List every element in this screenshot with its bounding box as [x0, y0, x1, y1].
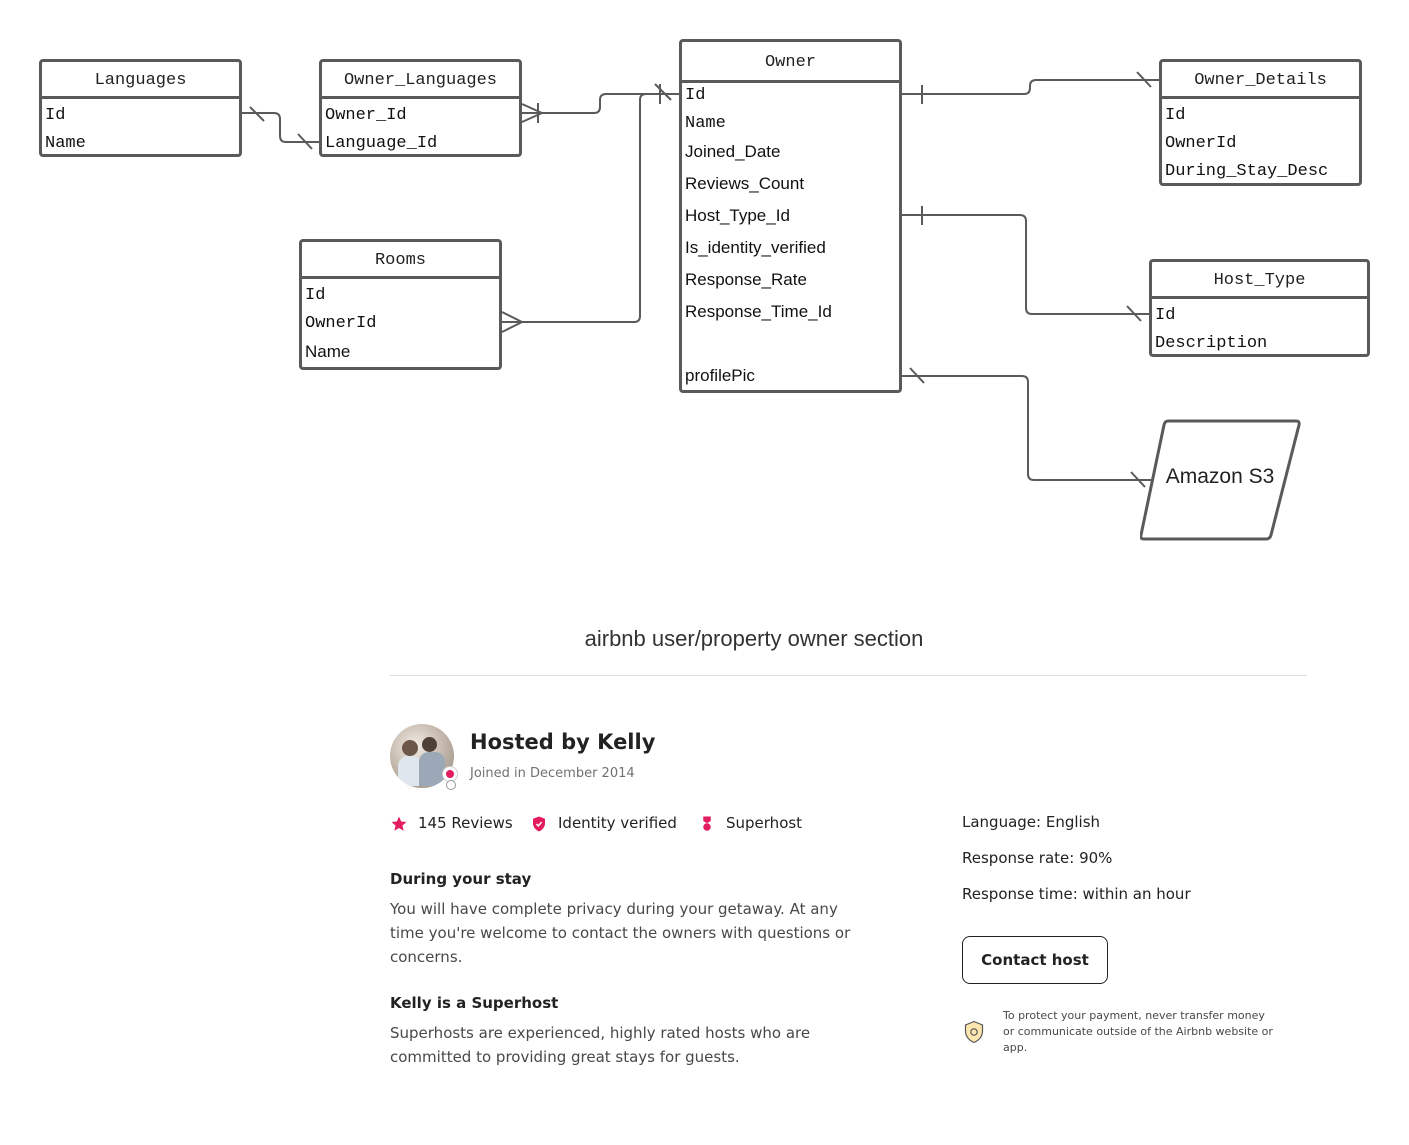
entity-field: During_Stay_Desc [1165, 162, 1329, 181]
rel-rooms-owner [500, 93, 680, 323]
payment-protection-notice: To protect your payment, never transfer … [1003, 1009, 1273, 1054]
entity-field: Id [685, 86, 706, 105]
er-diagram: Languages Id Name Owner_Languages Owner_… [0, 0, 1409, 560]
superhost-heading: Kelly is a Superhost [390, 994, 559, 1012]
entity-title: Languages [42, 62, 239, 99]
star-icon [391, 816, 407, 831]
response-rate-info: Response rate: 90% [962, 849, 1113, 867]
storage-amazon-s3: Amazon S3 [1139, 419, 1302, 541]
response-time-info: Response time: within an hour [962, 885, 1191, 903]
medal-icon [446, 780, 456, 790]
entity-field: Owner_Id [325, 106, 407, 125]
entity-field: Name [45, 134, 86, 153]
during-stay-text: You will have complete privacy during yo… [390, 900, 851, 966]
superhost-badge-icon [442, 766, 458, 782]
parallelogram-shape [1139, 419, 1301, 541]
rel-owner-languages-owner [520, 93, 680, 114]
storage-label: Amazon S3 [1165, 465, 1275, 488]
stat-superhost-label: Superhost [726, 814, 803, 832]
rel-owner-owner-details [900, 79, 1160, 95]
joined-date: Joined in December 2014 [470, 766, 635, 781]
entity-field: Is_identity_verified [685, 238, 826, 257]
entity-field: Language_Id [325, 134, 438, 153]
language-info: Language: English [962, 813, 1101, 831]
divider [390, 675, 1307, 676]
entity-owner-details: Owner_Details Id OwnerId During_Stay_Des… [1159, 59, 1362, 186]
section-caption: airbnb user/property owner section [584, 626, 924, 651]
rel-languages-owner-languages [240, 112, 320, 143]
contact-host-button[interactable]: Contact host [962, 936, 1108, 984]
entity-owner: Owner Id Name Joined_Date Reviews_Count … [679, 39, 902, 393]
entity-languages: Languages Id Name [39, 59, 242, 157]
entity-field: Joined_Date [685, 142, 781, 161]
entity-host-type: Host_Type Id Description [1149, 259, 1370, 357]
entity-field: OwnerId [1165, 134, 1237, 153]
host-title: Hosted by Kelly [470, 730, 656, 754]
entity-field: Description [1155, 334, 1268, 353]
host-section: Hosted by Kelly Joined in December 2014 … [390, 724, 1310, 1104]
entity-field: Id [1165, 106, 1186, 125]
entity-field: Id [305, 286, 326, 305]
entity-title: Owner_Languages [322, 62, 519, 99]
entity-field: Response_Rate [685, 270, 807, 289]
entity-field: profilePic [685, 366, 755, 385]
entity-title: Rooms [302, 242, 499, 279]
entity-owner-languages: Owner_Languages Owner_Id Language_Id [319, 59, 522, 157]
during-stay-heading: During your stay [390, 870, 532, 888]
rel-owner-host-type [900, 214, 1150, 315]
entity-field: Host_Type_Id [685, 206, 790, 225]
superhost-text: Superhosts are experienced, highly rated… [390, 1024, 811, 1066]
relationship-lines [240, 71, 1160, 488]
payment-shield-icon [964, 1020, 984, 1044]
entity-title: Owner_Details [1162, 62, 1359, 99]
entity-field: Id [1155, 306, 1176, 325]
entity-field: Id [45, 106, 66, 125]
superhost-medal-icon [703, 816, 711, 831]
entity-field: OwnerId [305, 314, 377, 333]
stat-reviews-label: 145 Reviews [418, 814, 513, 832]
entity-field: Name [685, 114, 726, 133]
entity-title: Owner [682, 42, 899, 83]
stat-identity-label: Identity verified [558, 814, 677, 832]
entity-rooms: Rooms Id OwnerId Name [299, 239, 502, 370]
verified-shield-icon [533, 816, 545, 832]
entity-title: Host_Type [1152, 262, 1367, 299]
entity-field: Reviews_Count [685, 174, 805, 193]
entity-field: Name [305, 342, 351, 361]
entity-field: Response_Time_Id [685, 302, 832, 321]
rel-owner-amazon-s3 [900, 375, 1156, 481]
